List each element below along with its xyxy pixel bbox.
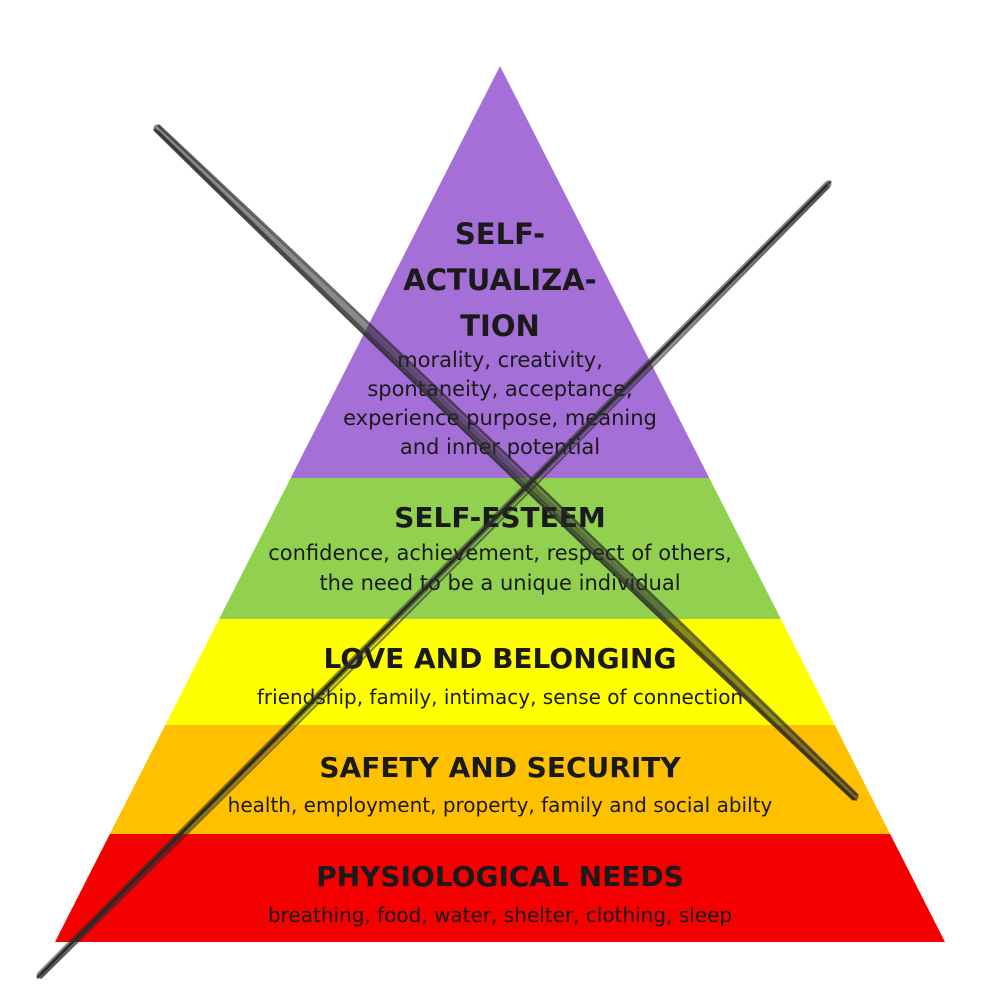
tier-description-safety-and-security: health, employment, property, family and…	[228, 793, 773, 817]
cross-out-mark	[36, 124, 859, 979]
cross-stroke-descending	[153, 124, 859, 801]
cross-stroke-ascending	[36, 180, 832, 979]
pyramid-labels: SELF- ACTUALIZA- TION morality, creativity,…	[228, 217, 773, 927]
tier-title-physiological-needs: PHYSIOLOGICAL NEEDS	[316, 860, 684, 893]
tier-description-self-actualization: morality, creativity,	[397, 348, 603, 372]
tier-band-self-actualization	[290, 66, 710, 478]
pyramid-bands	[55, 66, 945, 942]
tier-description-love-and-belonging: friendship, family, intimacy, sense of c…	[257, 685, 743, 709]
tier-description-self-esteem: confidence, achievement, respect of othe…	[268, 541, 732, 565]
tier-description-self-actualization: spontaneity, acceptance,	[367, 377, 632, 401]
tier-description-physiological-needs: breathing, food, water, shelter, clothin…	[268, 903, 732, 927]
tier-band-physiological-needs	[55, 834, 945, 942]
tier-title-self-actualization: SELF-	[455, 217, 545, 251]
tier-title-love-and-belonging: LOVE AND BELONGING	[324, 642, 677, 675]
tier-title-self-actualization: ACTUALIZA-	[403, 263, 596, 297]
tier-band-safety-and-security	[109, 725, 891, 834]
tier-band-love-and-belonging	[165, 619, 835, 725]
tier-title-safety-and-security: SAFETY AND SECURITY	[319, 751, 681, 784]
tier-title-self-actualization: TION	[460, 309, 540, 343]
